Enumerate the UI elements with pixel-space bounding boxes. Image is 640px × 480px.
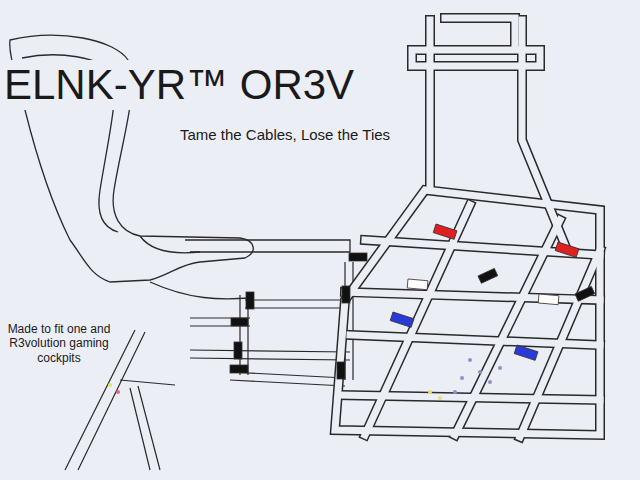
pedal-detail: [108, 358, 502, 400]
cable-clips: [230, 224, 595, 379]
title: ELNK-YR™ OR3V: [2, 60, 356, 110]
tagline: Tame the Cables, Lose the Ties: [178, 126, 392, 144]
seat-rails: [65, 262, 353, 470]
fit-note: Made to fit one and R3volution gaming co…: [4, 322, 114, 365]
